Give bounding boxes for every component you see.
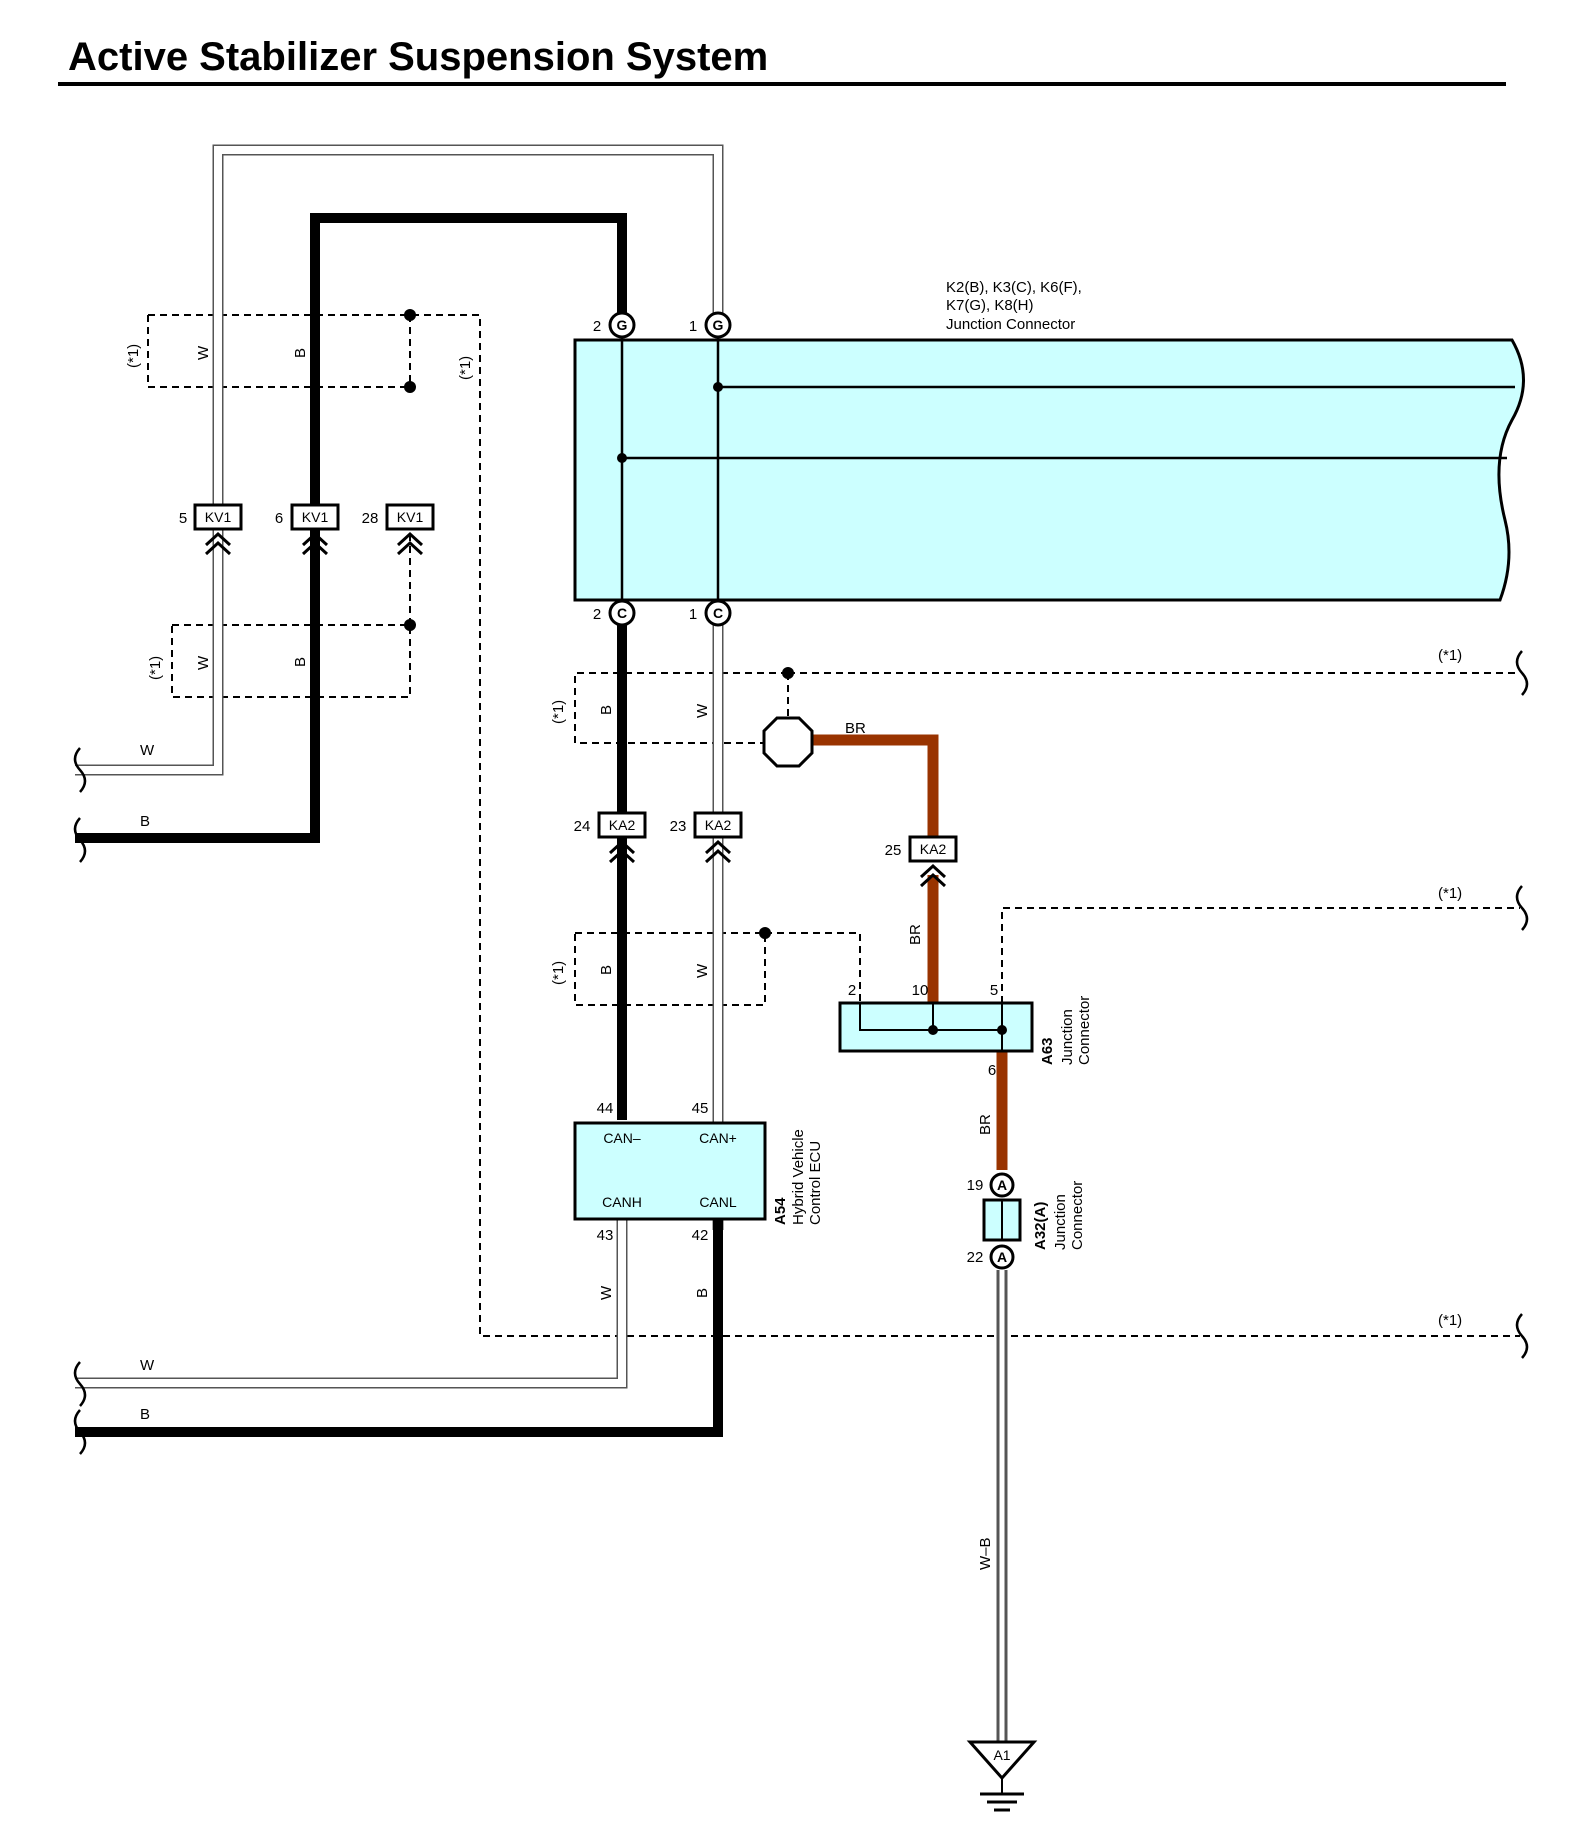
svg-text:2: 2 bbox=[848, 982, 856, 999]
kv1-connector-5: KV1 5 bbox=[179, 503, 243, 556]
svg-text:(*1): (*1) bbox=[147, 656, 164, 680]
svg-text:W: W bbox=[694, 963, 711, 978]
svg-text:A32(A): A32(A) bbox=[1032, 1202, 1049, 1250]
svg-text:5: 5 bbox=[179, 510, 187, 527]
svg-text:22: 22 bbox=[967, 1249, 984, 1266]
svg-text:6: 6 bbox=[275, 510, 283, 527]
svg-text:B: B bbox=[140, 813, 150, 830]
svg-text:A54: A54 bbox=[772, 1197, 789, 1225]
svg-text:(*1): (*1) bbox=[1438, 885, 1462, 902]
a63-junction-connector: 2 10 5 6 A63 Junction Connector bbox=[838, 982, 1093, 1079]
svg-text:5: 5 bbox=[990, 982, 998, 999]
svg-text:KA2: KA2 bbox=[609, 817, 636, 833]
svg-text:KA2: KA2 bbox=[920, 841, 947, 857]
svg-text:A: A bbox=[997, 1177, 1007, 1193]
brown-wires bbox=[810, 734, 1008, 1170]
svg-text:CAN–: CAN– bbox=[603, 1130, 641, 1146]
svg-text:(*1): (*1) bbox=[1438, 1312, 1462, 1329]
junction-pin-g-2: G 2 bbox=[593, 311, 636, 339]
svg-text:6: 6 bbox=[988, 1062, 996, 1079]
svg-text:25: 25 bbox=[885, 842, 902, 859]
svg-text:KV1: KV1 bbox=[205, 509, 232, 525]
svg-text:2: 2 bbox=[593, 606, 601, 623]
svg-text:CANH: CANH bbox=[602, 1194, 642, 1210]
ka2-connector-23: KA2 23 bbox=[670, 811, 743, 864]
hybrid-vehicle-control-ecu: CAN– CAN+ CANH CANL 44 45 43 42 A54 Hybr… bbox=[573, 1100, 824, 1244]
page-title: Active Stabilizer Suspension System bbox=[68, 35, 768, 79]
svg-text:1: 1 bbox=[689, 606, 697, 623]
svg-text:W: W bbox=[140, 1357, 155, 1374]
svg-text:Connector: Connector bbox=[1076, 996, 1093, 1065]
svg-text:CAN+: CAN+ bbox=[699, 1130, 737, 1146]
svg-text:B: B bbox=[292, 657, 309, 667]
svg-text:G: G bbox=[617, 317, 628, 333]
svg-text:43: 43 bbox=[597, 1227, 614, 1244]
svg-text:Connector: Connector bbox=[1069, 1181, 1086, 1250]
svg-text:BR: BR bbox=[907, 924, 924, 945]
shield-junction-dots bbox=[404, 309, 794, 939]
junction-connector-k-name-2: K7(G), K8(H) bbox=[946, 297, 1034, 314]
svg-text:BR: BR bbox=[845, 720, 866, 737]
svg-text:A1: A1 bbox=[993, 1747, 1010, 1763]
junction-connector-k-name-3: Junction Connector bbox=[946, 316, 1075, 333]
svg-text:B: B bbox=[694, 1288, 711, 1298]
svg-text:(*1): (*1) bbox=[550, 700, 567, 724]
svg-text:W: W bbox=[694, 703, 711, 718]
svg-text:W–B: W–B bbox=[977, 1537, 994, 1570]
svg-text:B: B bbox=[598, 965, 615, 975]
kv1-connector-28: KV1 28 bbox=[362, 503, 435, 556]
black-wires bbox=[75, 213, 723, 1437]
svg-text:Control ECU: Control ECU bbox=[807, 1141, 824, 1225]
ka2-connector-25: KA2 25 bbox=[885, 835, 958, 888]
svg-text:KV1: KV1 bbox=[397, 509, 424, 525]
svg-text:(*1): (*1) bbox=[550, 961, 567, 985]
svg-text:W: W bbox=[195, 345, 212, 360]
svg-text:23: 23 bbox=[670, 818, 687, 835]
svg-text:45: 45 bbox=[692, 1100, 709, 1117]
svg-text:1: 1 bbox=[689, 318, 697, 335]
wire-color-labels: W B W B W B W B B W B W W B BR BR BR W–B bbox=[140, 345, 994, 1570]
svg-text:(*1): (*1) bbox=[125, 344, 142, 368]
svg-text:A63: A63 bbox=[1039, 1037, 1056, 1065]
svg-text:Hybrid Vehicle: Hybrid Vehicle bbox=[790, 1129, 807, 1225]
junction-pin-c-2: C 2 bbox=[593, 599, 636, 627]
kv1-connector-6: KV1 6 bbox=[275, 503, 340, 556]
svg-text:BR: BR bbox=[977, 1114, 994, 1135]
svg-text:KA2: KA2 bbox=[705, 817, 732, 833]
svg-text:24: 24 bbox=[574, 818, 591, 835]
svg-text:KV1: KV1 bbox=[302, 509, 329, 525]
junction-pin-c-1: C 1 bbox=[689, 599, 732, 627]
ground-a1: A1 bbox=[966, 1740, 1038, 1812]
svg-text:19: 19 bbox=[967, 1177, 984, 1194]
svg-text:10: 10 bbox=[912, 982, 929, 999]
svg-text:A: A bbox=[997, 1249, 1007, 1265]
junction-connector-k-name-1: K2(B), K3(C), K6(F), bbox=[946, 279, 1082, 296]
svg-text:C: C bbox=[617, 605, 627, 621]
svg-text:Junction: Junction bbox=[1059, 1009, 1076, 1065]
svg-text:W: W bbox=[195, 655, 212, 670]
svg-text:C: C bbox=[713, 605, 723, 621]
svg-text:G: G bbox=[713, 317, 724, 333]
svg-text:2: 2 bbox=[593, 318, 601, 335]
svg-text:42: 42 bbox=[692, 1227, 709, 1244]
svg-text:B: B bbox=[598, 705, 615, 715]
junction-pin-g-1: G 1 bbox=[689, 311, 732, 339]
ka2-connector-24: KA2 24 bbox=[574, 811, 647, 864]
svg-text:(*1): (*1) bbox=[457, 356, 474, 380]
svg-text:44: 44 bbox=[597, 1100, 614, 1117]
svg-text:CANL: CANL bbox=[699, 1194, 737, 1210]
svg-text:W: W bbox=[140, 742, 155, 759]
svg-text:W: W bbox=[598, 1285, 615, 1300]
shield-ground-octagon bbox=[762, 716, 814, 768]
shield-notes: (*1) (*1) (*1) (*1) (*1) (*1) (*1) (*1) bbox=[125, 344, 1462, 1329]
junction-connector-k-block bbox=[573, 338, 1525, 602]
svg-text:Junction: Junction bbox=[1052, 1194, 1069, 1250]
wire-break-markers bbox=[73, 650, 1529, 1455]
a32-junction-connector: A A 19 22 A32(A) Junction Connector bbox=[967, 1172, 1086, 1270]
svg-text:28: 28 bbox=[362, 510, 379, 527]
svg-text:B: B bbox=[140, 1406, 150, 1423]
svg-text:(*1): (*1) bbox=[1438, 647, 1462, 664]
svg-text:B: B bbox=[292, 348, 309, 358]
